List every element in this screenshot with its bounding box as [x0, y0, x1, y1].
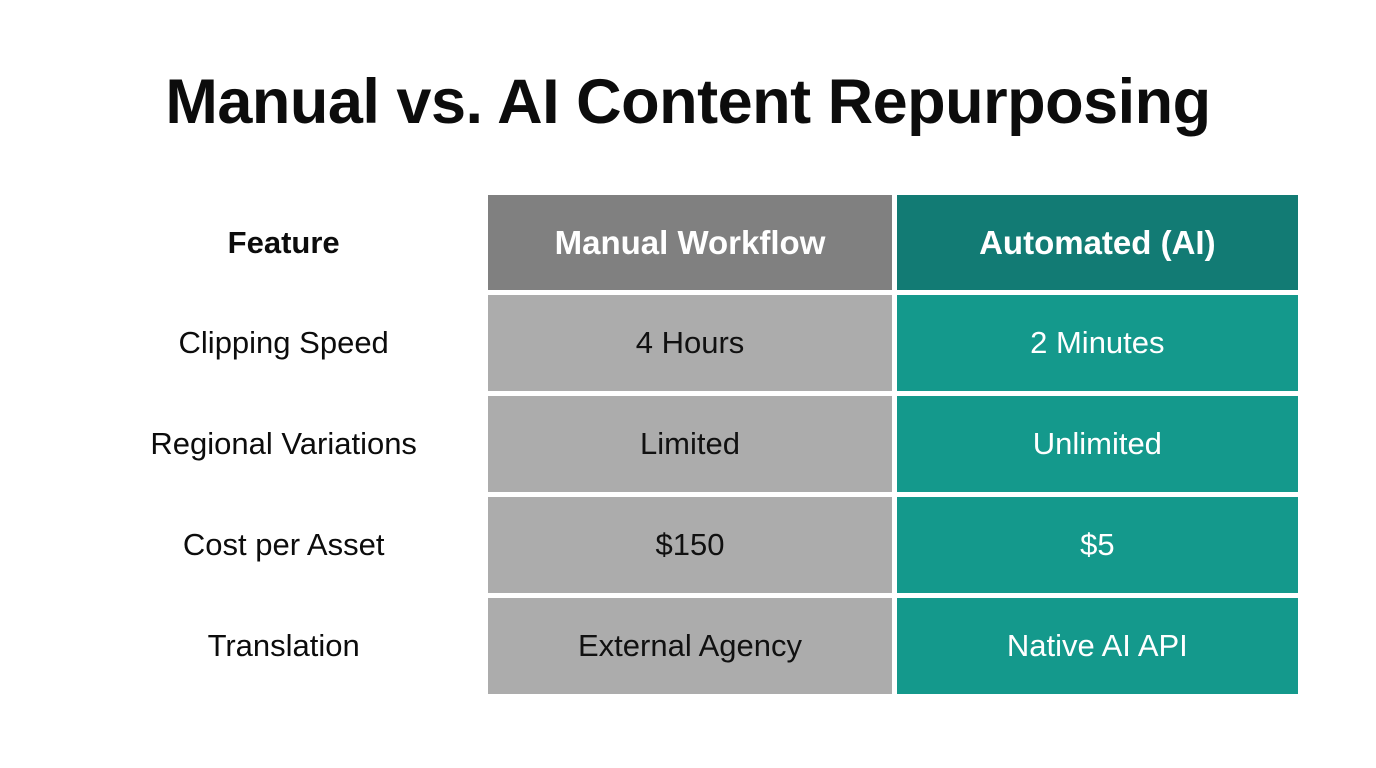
- column-header-feature: Feature: [227, 224, 340, 260]
- cell-manual-cost-per-asset: $150: [488, 497, 892, 593]
- cell-ai-regional-variations: Unlimited: [896, 396, 1298, 492]
- column-header-manual-workflow: Manual Workflow: [488, 195, 892, 290]
- comparison-table: Feature Manual Workflow Automated (AI) C…: [84, 195, 1298, 694]
- cell-manual-translation: External Agency: [488, 598, 892, 694]
- cell-manual-clipping-speed: 4 Hours: [488, 295, 892, 391]
- row-label-regional-variations: Regional Variations: [150, 426, 417, 461]
- cell-ai-translation: Native AI API: [896, 598, 1298, 694]
- table-row: Clipping Speed 4 Hours 2 Minutes: [84, 295, 1298, 391]
- table-row: Regional Variations Limited Unlimited: [84, 396, 1298, 492]
- row-label-translation: Translation: [207, 628, 360, 663]
- table-header-row: Feature Manual Workflow Automated (AI): [84, 195, 1298, 290]
- row-label-cost-per-asset: Cost per Asset: [182, 527, 385, 562]
- page-title: Manual vs. AI Content Repurposing: [165, 67, 1211, 137]
- cell-ai-clipping-speed: 2 Minutes: [896, 295, 1298, 391]
- table-row: Translation External Agency Native AI AP…: [84, 598, 1298, 694]
- column-header-automated-ai: Automated (AI): [896, 195, 1298, 290]
- row-label-clipping-speed: Clipping Speed: [178, 325, 389, 360]
- cell-manual-regional-variations: Limited: [488, 396, 892, 492]
- table-row: Cost per Asset $150 $5: [84, 497, 1298, 593]
- cell-ai-cost-per-asset: $5: [896, 497, 1298, 593]
